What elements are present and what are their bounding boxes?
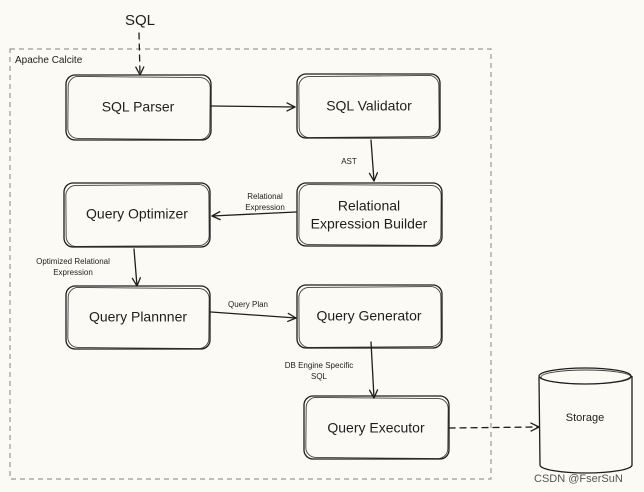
optimized-relational-expression-label-2: Expression [53,268,93,277]
storage-cylinder: Storage [538,367,633,474]
sql-parser-node: SQL Parser [65,74,212,141]
sql-input-arrow [135,32,145,76]
optimizer-to-plannner-arrow [131,248,141,287]
query-generator-node: Query Generator [296,284,443,349]
query-executor-label: Query Executor [327,420,425,436]
relational-expression-edge-label-1: Relational [247,192,283,201]
container-label: Apache Calcite [15,55,83,66]
query-plannner-label: Query Plannner [89,309,187,325]
sql-validator-node: SQL Validator [296,73,441,139]
ast-edge-label: AST [341,157,357,166]
sql-parser-label: SQL Parser [102,99,175,115]
sql-validator-label: SQL Validator [326,98,412,114]
sql-input-label: SQL [125,12,155,29]
relational-expression-builder-node: Relational Expression Builder [296,182,443,247]
plannner-to-generator-arrow [210,311,297,323]
executor-to-storage-arrow [448,422,540,432]
optimized-relational-expression-label-1: Optimized Relational [36,257,110,266]
builder-label-line1: Relational [338,198,400,214]
parser-to-validator-arrow [210,102,296,112]
query-plannner-node: Query Plannner [65,285,211,350]
query-plan-edge-label: Query Plan [228,300,268,309]
query-optimizer-node: Query Optimizer [63,182,211,248]
relational-expression-edge-label-2: Expression [245,203,285,212]
builder-to-optimizer-arrow [211,210,297,221]
db-engine-specific-sql-label-1: DB Engine Specific [285,361,353,370]
query-executor-node: Query Executor [303,395,450,460]
query-generator-label: Query Generator [316,308,421,324]
apache-calcite-container: Apache Calcite [9,48,492,480]
watermark: CSDN @FserSuN [534,473,623,485]
query-optimizer-label: Query Optimizer [86,206,188,222]
builder-label-line2: Expression Builder [311,216,428,232]
db-engine-specific-sql-label-2: SQL [311,372,328,381]
storage-label: Storage [566,412,605,424]
validator-to-builder-arrow [368,139,379,182]
generator-to-executor-arrow [368,341,379,399]
